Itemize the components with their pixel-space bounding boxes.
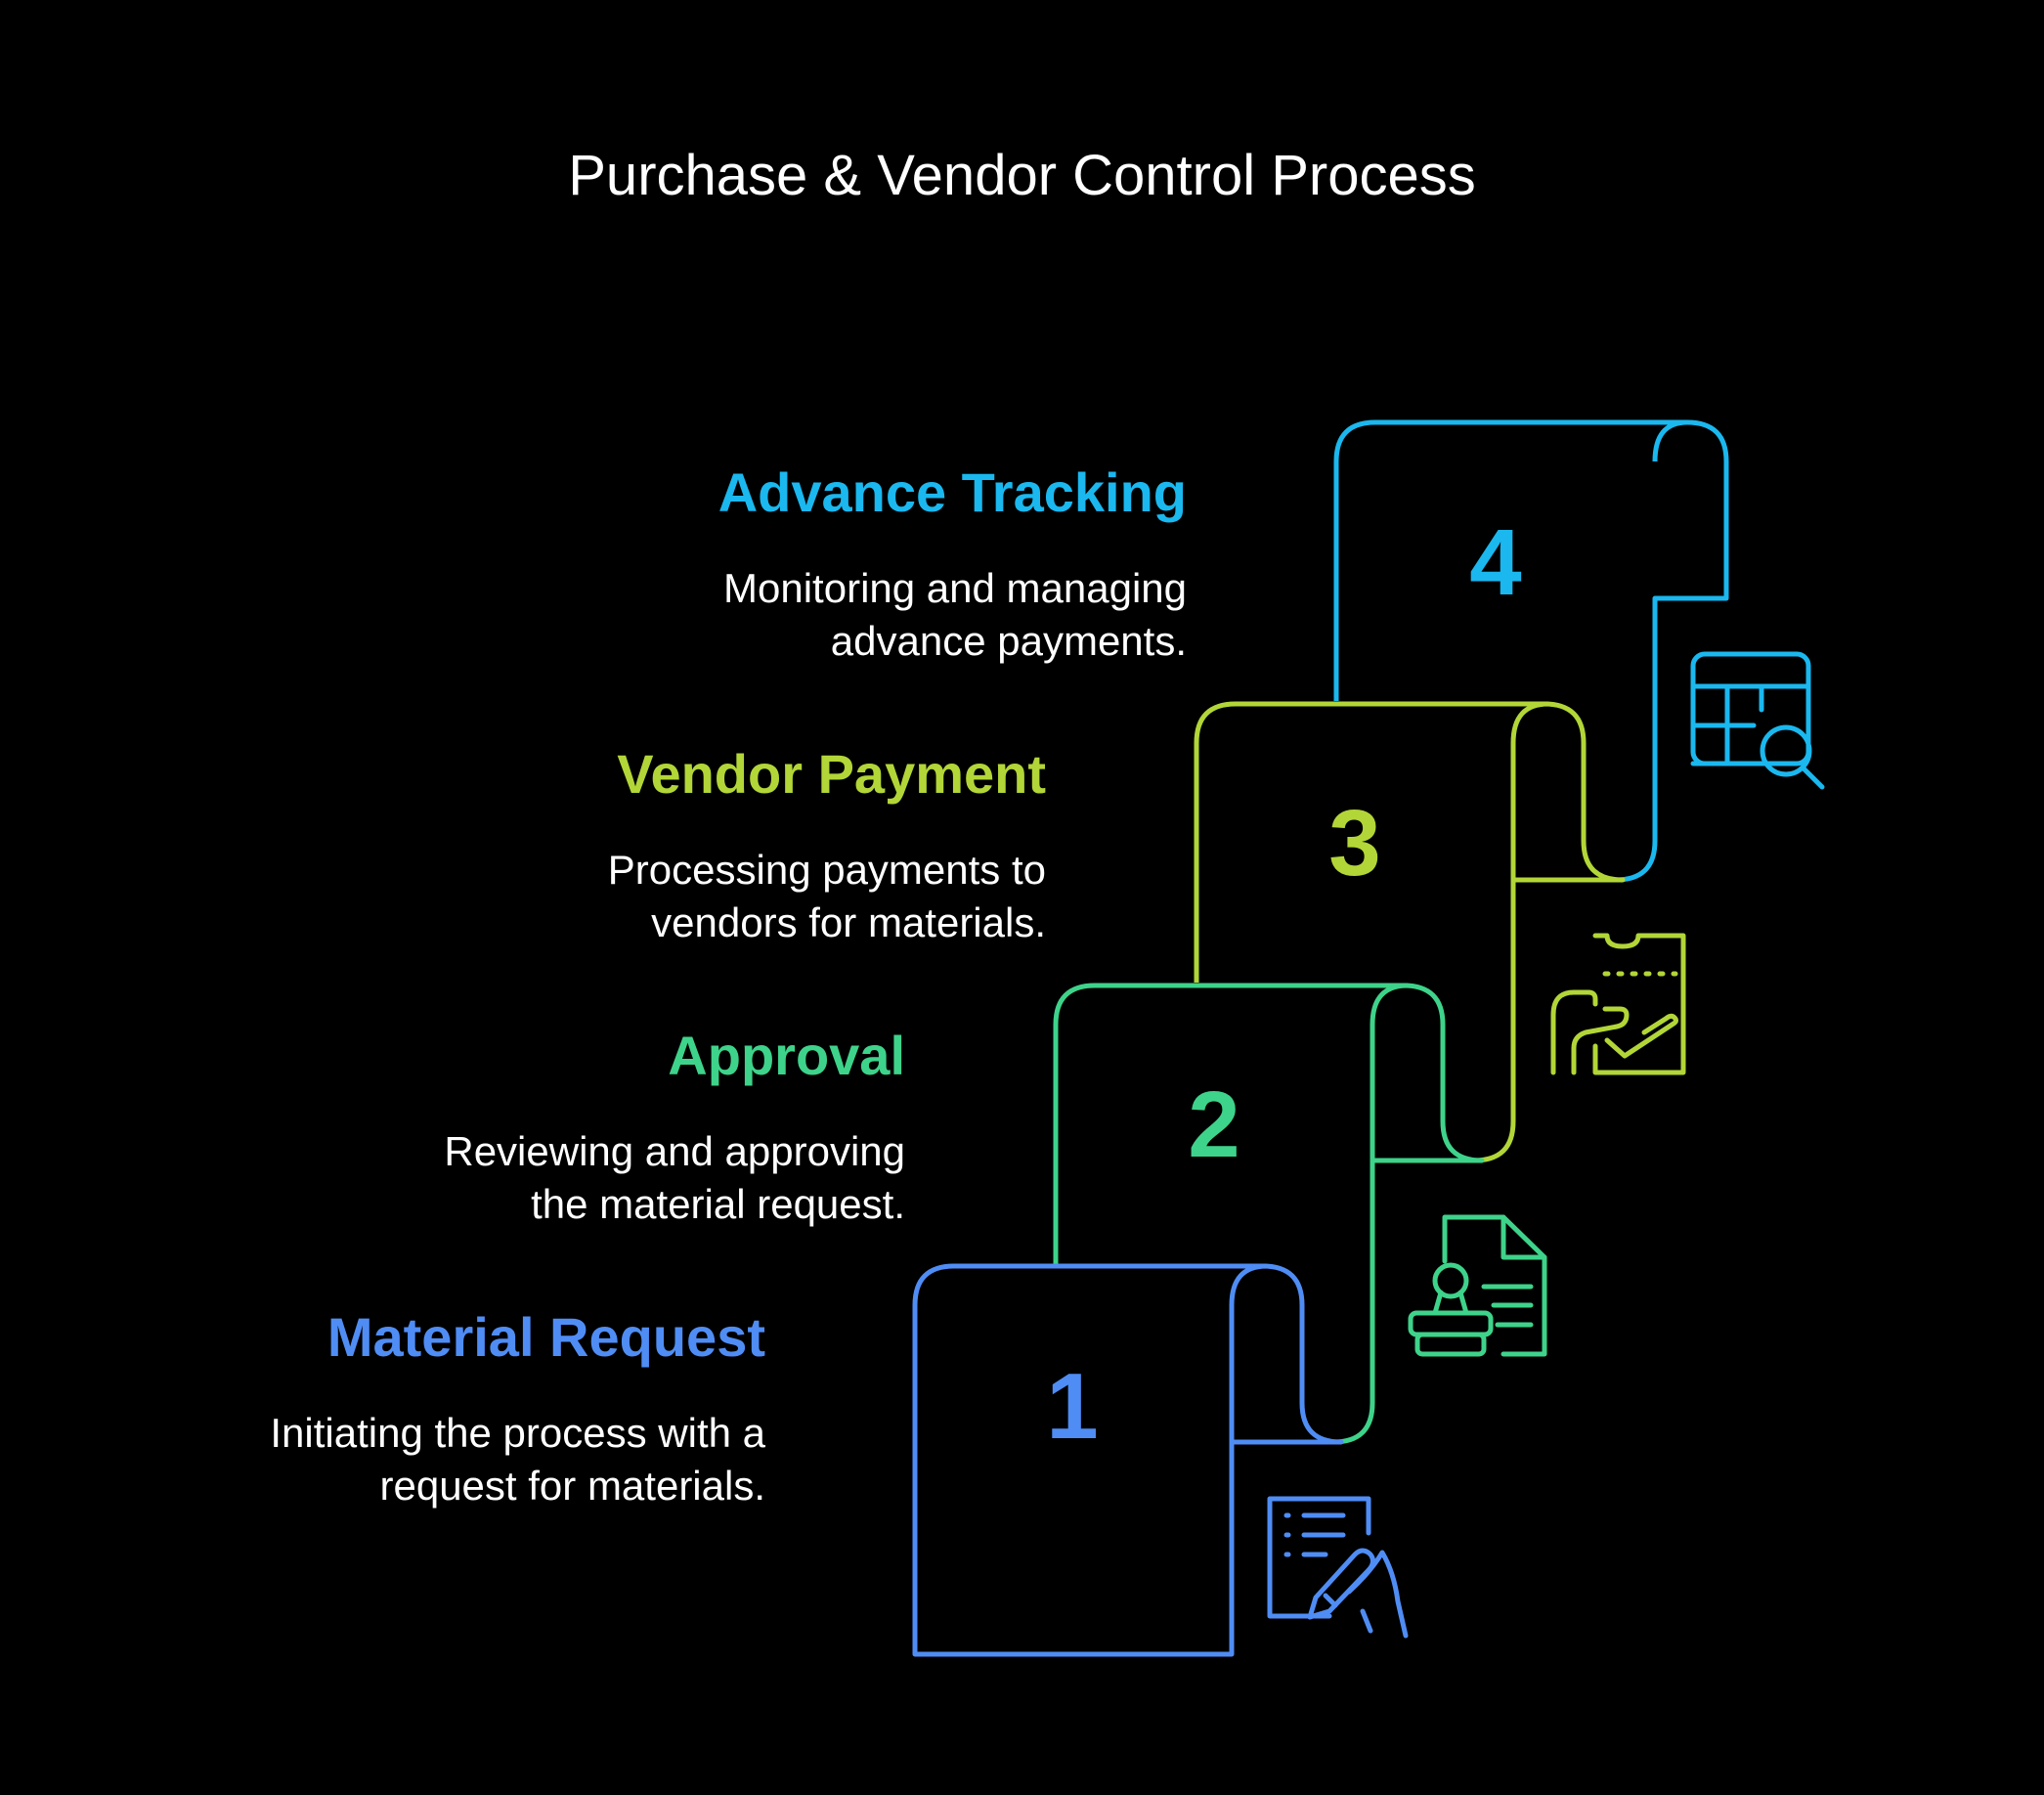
scroll-2-shape [1053, 983, 1485, 1445]
step-1-number: 1 [1046, 1354, 1099, 1459]
scroll-4-curl [1652, 419, 1688, 462]
receipt-payment-icon [1546, 931, 1693, 1077]
document-signing-icon [1265, 1494, 1412, 1641]
scroll-3-shape [1194, 701, 1626, 1163]
step-2-heading: Approval [668, 1025, 905, 1086]
step-4-number: 4 [1469, 510, 1522, 615]
stamped-document-icon [1406, 1212, 1552, 1359]
page-title: Purchase & Vendor Control Process [568, 144, 1476, 207]
scroll-4-shape [1333, 419, 1729, 883]
scroll-2-curl [1370, 983, 1409, 1160]
step-2-desc-line-2: the material request. [531, 1181, 905, 1227]
step-1-description: Initiating the process with a request fo… [22, 1407, 765, 1512]
scroll-3-curl [1510, 701, 1549, 880]
step-4-heading: Advance Tracking [718, 461, 1187, 523]
step-3-desc-line-1: Processing payments to [607, 847, 1046, 893]
step-4-desc-line-2: advance payments. [830, 618, 1187, 664]
scroll-1-curl [1229, 1263, 1268, 1442]
step-4-desc-line-1: Monitoring and managing [723, 565, 1187, 611]
step-1-desc-line-2: request for materials. [379, 1463, 766, 1509]
step-2-desc-line-1: Reviewing and approving [444, 1128, 905, 1174]
step-3-desc-line-2: vendors for materials. [651, 899, 1046, 945]
step-4-description: Monitoring and managing advance payments… [444, 562, 1187, 668]
step-1-heading: Material Request [326, 1306, 765, 1368]
step-2-description: Reviewing and approving the material req… [162, 1125, 905, 1231]
table-search-icon [1683, 649, 1830, 796]
scroll-1-shape [912, 1263, 1344, 1657]
step-2-number: 2 [1188, 1073, 1240, 1177]
step-3-number: 3 [1328, 791, 1381, 896]
step-3-description: Processing payments to vendors for mater… [303, 844, 1046, 949]
step-1-desc-line-1: Initiating the process with a [270, 1410, 765, 1456]
step-3-heading: Vendor Payment [617, 743, 1046, 805]
